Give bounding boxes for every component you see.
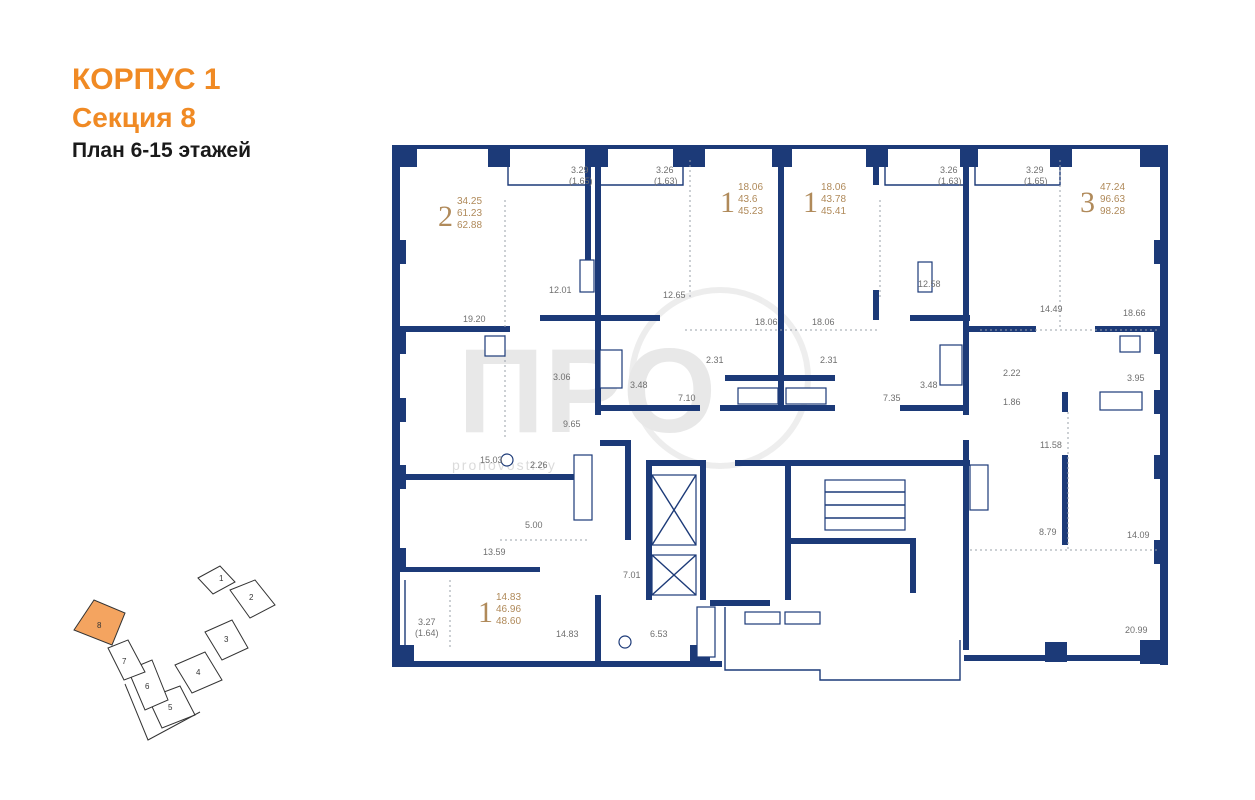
apartment-c: 1 18.06 43.78 45.41 [803,182,846,219]
svg-text:1: 1 [803,186,818,219]
room-area: 12.58 [918,279,941,289]
svg-text:1: 1 [720,186,735,219]
key-section-4 [174,651,223,694]
room-area: 3.29 [571,165,589,175]
room-area: 3.48 [630,380,648,390]
key-plan: 1 2 3 4 5 6 7 8 [73,565,276,741]
room-area-labels: 3.29 (1.65) 3.26 (1.63) 3.26 (1.63) 3.29… [415,165,1150,639]
svg-text:43.6: 43.6 [738,194,758,205]
apartment-e: 1 14.83 46.96 48.60 [478,592,521,629]
floors-title: План 6-15 этажей [72,139,251,162]
svg-text:34.25: 34.25 [457,196,482,207]
room-area: 3.48 [920,380,938,390]
fixtures [484,259,1143,658]
room-area: 2.31 [820,355,838,365]
svg-text:18.06: 18.06 [821,182,846,193]
key-section-1 [197,565,236,595]
room-area: 14.09 [1127,530,1150,540]
room-area: 18.06 [812,317,835,327]
svg-text:96.63: 96.63 [1100,194,1125,205]
room-area: (1.63) [654,176,678,186]
room-area: 2.22 [1003,368,1021,378]
room-area: 13.59 [483,547,506,557]
room-area: 3.27 [418,617,436,627]
svg-text:4: 4 [196,668,201,677]
room-area: 19.20 [463,314,486,324]
room-area: 3.95 [1127,373,1145,383]
key-section-2 [229,579,276,619]
room-area: 8.79 [1039,527,1057,537]
room-area: 12.01 [549,285,572,295]
svg-text:6: 6 [145,682,150,691]
room-divisions [449,160,1160,650]
apartment-b: 1 18.06 43.6 45.23 [720,182,763,219]
room-area: (1.64) [415,628,439,638]
svg-text:14.83: 14.83 [496,592,521,603]
room-area: 11.58 [1040,440,1062,450]
svg-text:18.06: 18.06 [738,182,763,193]
room-area: 7.10 [678,393,696,403]
room-area: 3.26 [940,165,958,175]
room-area: 14.83 [556,629,579,639]
room-area: 1.86 [1003,397,1021,407]
svg-text:1: 1 [219,574,224,583]
heading: КОРПУС 1 Секция 8 План 6-15 этажей [72,60,251,166]
key-section-8-highlighted [73,599,126,646]
svg-text:7: 7 [122,657,127,666]
svg-text:3: 3 [224,635,229,644]
room-area: 12.65 [663,290,686,300]
svg-text:8: 8 [97,621,102,630]
room-area: 7.35 [883,393,901,403]
room-area: (1.65) [569,176,593,186]
room-area: 7.01 [623,570,641,580]
svg-text:61.23: 61.23 [457,208,482,219]
svg-text:5: 5 [168,703,173,712]
room-area: 9.65 [563,419,581,429]
svg-text:62.88: 62.88 [457,220,482,231]
svg-text:47.24: 47.24 [1100,182,1125,193]
room-area: 3.06 [553,372,571,382]
room-area: 3.29 [1026,165,1044,175]
svg-text:98.28: 98.28 [1100,206,1125,217]
room-area: 14.49 [1040,304,1063,314]
svg-text:2: 2 [438,200,453,233]
svg-text:3: 3 [1080,186,1095,219]
svg-text:45.23: 45.23 [738,206,763,217]
room-area: 18.66 [1123,308,1146,318]
room-area: 2.26 [530,460,548,470]
room-area: (1.63) [938,176,962,186]
room-area: 3.26 [656,165,674,175]
room-area: (1.65) [1024,176,1048,186]
room-area: 2.31 [706,355,724,365]
room-area: 15.03 [480,455,503,465]
svg-text:45.41: 45.41 [821,206,846,217]
key-section-7 [107,639,146,681]
section-title: Секция 8 [72,102,196,133]
svg-text:46.96: 46.96 [496,604,521,615]
room-area: 18.06 [755,317,778,327]
key-section-3 [204,619,249,661]
room-area: 5.00 [525,520,543,530]
apartment-a: 2 34.25 61.23 62.88 [438,196,482,233]
walls [392,145,1168,667]
building-title: КОРПУС 1 [72,63,221,96]
room-area: 20.99 [1125,625,1148,635]
svg-text:43.78: 43.78 [821,194,846,205]
svg-text:1: 1 [478,596,493,629]
svg-text:2: 2 [249,593,254,602]
room-area: 6.53 [650,629,668,639]
apartment-d: 3 47.24 96.63 98.28 [1080,182,1125,219]
svg-text:48.60: 48.60 [496,616,521,627]
apartment-labels: 2 34.25 61.23 62.88 1 18.06 43.6 45.23 1… [438,182,1125,629]
